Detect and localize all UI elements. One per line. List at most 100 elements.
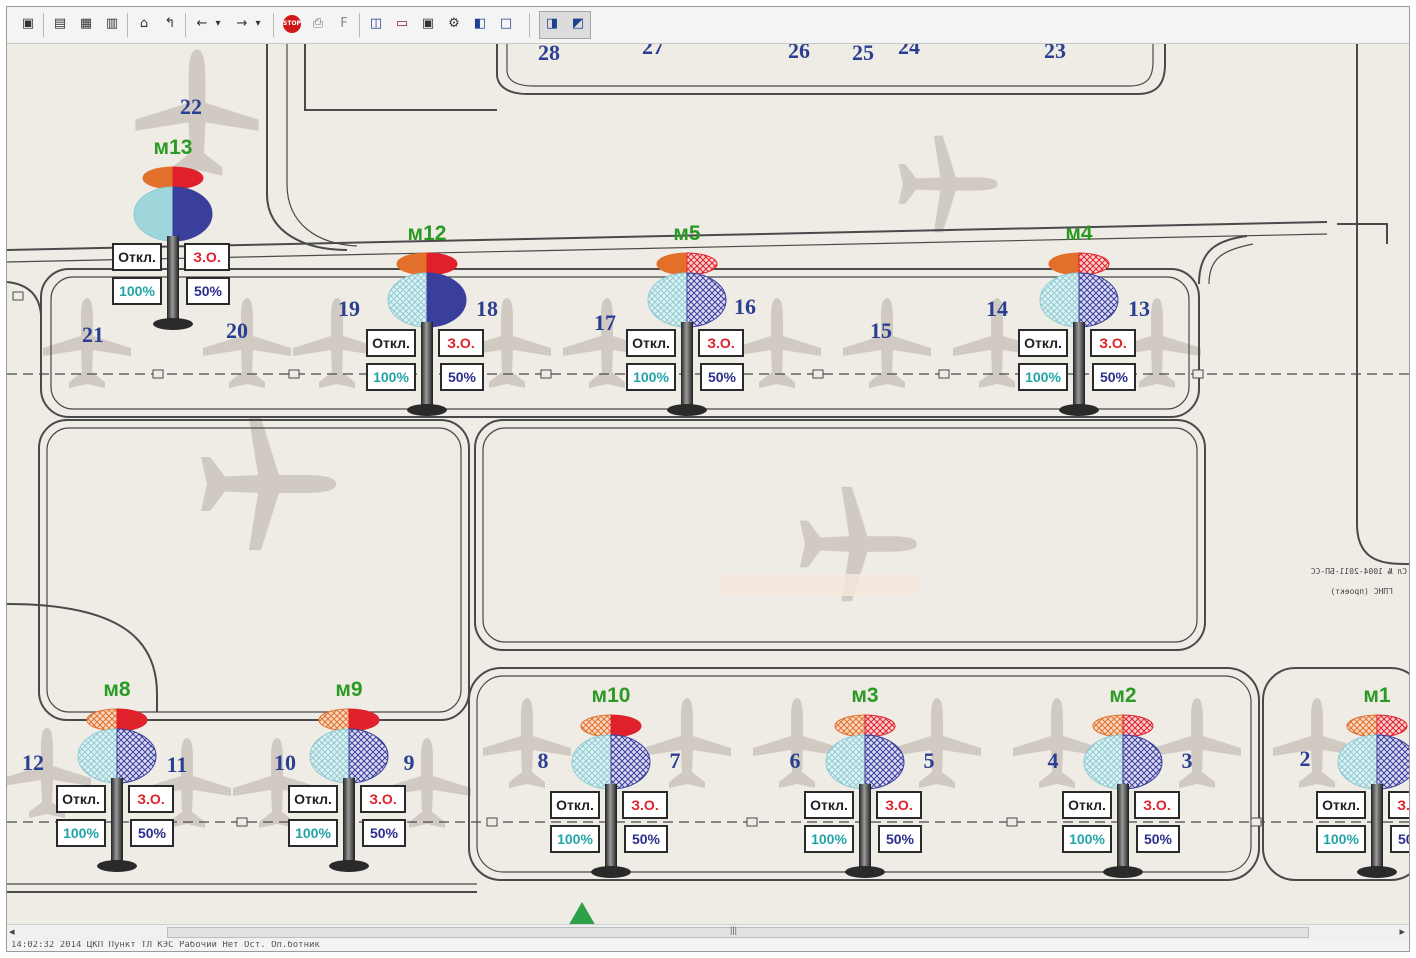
lamp-bottom-right[interactable] <box>1122 734 1163 790</box>
lamp-bottom-right[interactable] <box>1376 734 1409 790</box>
print-icon[interactable]: ⎙ <box>312 16 324 31</box>
zo-button[interactable]: З.О. <box>622 791 668 819</box>
dropdown-left-icon[interactable]: ▾ <box>215 18 221 29</box>
horizontal-scrollbar[interactable]: ◂ ||| ▸ <box>7 924 1409 941</box>
power-50-button[interactable]: 50% <box>130 819 174 847</box>
form-icon[interactable]: ▭ <box>395 16 409 31</box>
lamp-bottom-left[interactable] <box>571 734 612 790</box>
power-100-button[interactable]: 100% <box>626 363 676 391</box>
off-button[interactable]: Откл. <box>550 791 600 819</box>
power-50-button[interactable]: 50% <box>700 363 744 391</box>
power-50-button[interactable]: 50% <box>878 825 922 853</box>
off-button[interactable]: Откл. <box>1018 329 1068 357</box>
lamp-bottom-left[interactable] <box>1039 272 1080 328</box>
power-100-button[interactable]: 100% <box>1316 825 1366 853</box>
stop-icon[interactable]: STOP <box>283 15 301 33</box>
screen-icon[interactable]: ▣ <box>421 16 435 31</box>
lamp-bottom-right[interactable] <box>864 734 905 790</box>
arrow-left-icon[interactable]: ← <box>196 16 208 31</box>
network-icon[interactable]: ▦ <box>79 16 93 31</box>
dropdown-right-icon[interactable]: ▾ <box>255 18 261 29</box>
off-button[interactable]: Откл. <box>1062 791 1112 819</box>
rectangle-icon[interactable]: □ <box>499 16 513 31</box>
zo-button[interactable]: З.О. <box>1134 791 1180 819</box>
power-100-button[interactable]: 100% <box>56 819 106 847</box>
power-100-button[interactable]: 100% <box>112 277 162 305</box>
lamp-bottom-left[interactable] <box>77 728 118 784</box>
scroll-left-arrow-icon[interactable]: ◂ <box>9 926 15 938</box>
filter-icon[interactable]: F <box>340 16 348 31</box>
lamp-bottom-left[interactable] <box>1083 734 1124 790</box>
window-icon[interactable]: ▤ <box>53 16 67 31</box>
off-button[interactable]: Откл. <box>288 785 338 813</box>
north-marker-icon[interactable] <box>567 902 597 928</box>
scroll-right-arrow-icon[interactable]: ▸ <box>1399 926 1405 938</box>
lamp-bottom-left[interactable] <box>133 186 174 242</box>
zo-button[interactable]: З.О. <box>1388 791 1409 819</box>
lamp-bottom-left[interactable] <box>647 272 688 328</box>
lamp-bottom-right[interactable] <box>610 734 651 790</box>
save-icon[interactable]: ▣ <box>21 16 35 31</box>
zo-button[interactable]: З.О. <box>184 243 230 271</box>
zo-button[interactable]: З.О. <box>876 791 922 819</box>
power-50-button[interactable]: 50% <box>362 819 406 847</box>
off-button[interactable]: Откл. <box>626 329 676 357</box>
settings-window-icon[interactable]: ⚙ <box>448 16 460 31</box>
power-50-button[interactable]: 50% <box>1092 363 1136 391</box>
lamp-bottom-right[interactable] <box>348 728 389 784</box>
gate-number-15: 15 <box>870 318 892 343</box>
zo-button[interactable]: З.О. <box>698 329 744 357</box>
apron-map-canvas[interactable]: Сл № 1004-2011-БП-СС ГПНС (проект) 28272… <box>7 7 1409 928</box>
power-50-button[interactable]: 50% <box>186 277 230 305</box>
power-100-button[interactable]: 100% <box>1018 363 1068 391</box>
lamp-bottom-left[interactable] <box>825 734 866 790</box>
off-button[interactable]: Откл. <box>804 791 854 819</box>
off-button[interactable]: Откл. <box>1316 791 1366 819</box>
scrollbar-thumb[interactable]: ||| <box>167 925 1309 938</box>
power-100-button[interactable]: 100% <box>366 363 416 391</box>
lamp-bottom-right[interactable] <box>172 186 213 242</box>
lamp-bottom-left[interactable] <box>1337 734 1378 790</box>
trash-icon[interactable]: ▥ <box>105 16 119 31</box>
lamp-bottom-right[interactable] <box>116 728 157 784</box>
power-100-button[interactable]: 100% <box>550 825 600 853</box>
sync-left-icon[interactable]: ◨ <box>545 16 559 31</box>
zo-button[interactable]: З.О. <box>438 329 484 357</box>
zo-button[interactable]: З.О. <box>128 785 174 813</box>
off-button[interactable]: Откл. <box>112 243 162 271</box>
off-button[interactable]: Откл. <box>366 329 416 357</box>
power-50-button[interactable]: 50% <box>1136 825 1180 853</box>
sync-right-icon[interactable]: ◩ <box>571 16 585 31</box>
power-100-button[interactable]: 100% <box>1062 825 1112 853</box>
off-button-frame <box>626 329 676 357</box>
zo-button[interactable]: З.О. <box>1090 329 1136 357</box>
power-100-button[interactable]: 100% <box>804 825 854 853</box>
off-button[interactable]: Откл. <box>56 785 106 813</box>
lamp-bottom-right[interactable] <box>686 272 727 328</box>
lamp-bottom-right[interactable] <box>426 272 467 328</box>
compare-icon[interactable]: ◧ <box>473 16 487 31</box>
power-50-button[interactable]: 50% <box>1390 825 1409 853</box>
arrow-right-icon[interactable]: → <box>236 16 248 31</box>
power-100-button[interactable]: 100% <box>288 819 338 847</box>
zo-button[interactable]: З.О. <box>360 785 406 813</box>
power-50-button[interactable]: 50% <box>440 363 484 391</box>
columns-icon[interactable]: ◫ <box>369 16 383 31</box>
home-icon[interactable]: ⌂ <box>139 16 149 31</box>
back-up-icon[interactable]: ↰ <box>164 16 176 31</box>
lamp-bottom-left[interactable] <box>387 272 428 328</box>
power-50-button[interactable]: 50% <box>624 825 668 853</box>
lamp-bottom-left[interactable] <box>309 728 350 784</box>
lamp-bottom-right[interactable] <box>1078 272 1119 328</box>
